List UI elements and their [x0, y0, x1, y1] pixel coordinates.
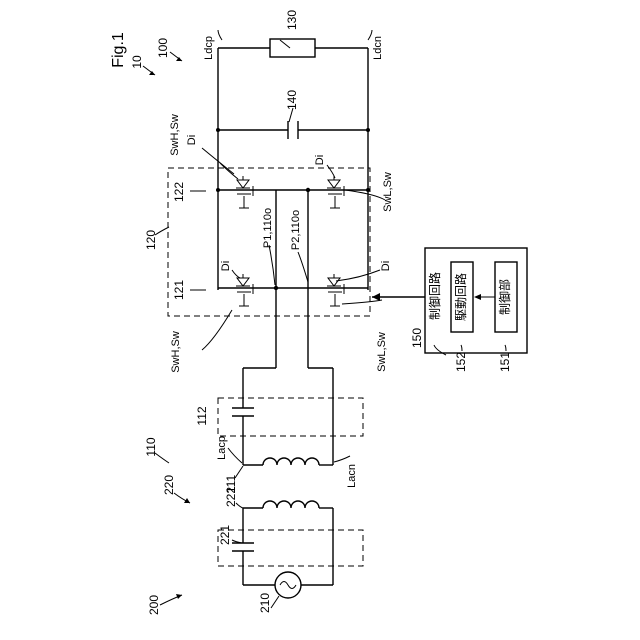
label-112: 112	[195, 406, 209, 425]
label-140: 140	[285, 90, 299, 110]
label-swh-top: SwH,Sw	[169, 114, 181, 156]
dc-capacitor-140	[216, 121, 370, 139]
filter-box-112	[218, 398, 363, 436]
label-swl-bottom: SwL,Sw	[376, 332, 388, 372]
switch-swl-upper	[327, 176, 344, 208]
label-di-2: Di	[314, 155, 326, 165]
label-152: 152	[454, 352, 468, 372]
ac-source-200	[232, 501, 333, 598]
label-200: 200	[147, 595, 161, 615]
label-100: 100	[156, 38, 170, 58]
label-p1: P1,110o	[262, 208, 274, 248]
label-ldcp: Ldcp	[203, 36, 215, 60]
label-swh-bottom: SwH,Sw	[170, 331, 182, 373]
label-110: 110	[144, 437, 158, 456]
label-122: 122	[172, 182, 186, 202]
figure-title: Fig.1	[110, 32, 127, 68]
label-lacn: Lacn	[346, 464, 358, 488]
label-p2: P2,110o	[290, 210, 302, 250]
filter-box-221	[218, 530, 363, 566]
label-ldcn: Ldcn	[372, 36, 384, 60]
label-di-4: Di	[380, 261, 392, 271]
switch-swl-lower	[327, 274, 344, 306]
switch-swh-upper	[236, 176, 253, 208]
label-control-unit: 制御部	[497, 279, 512, 315]
label-111: 111	[224, 475, 238, 494]
label-swl-top: SwL,Sw	[382, 172, 394, 212]
labels: Fig.1 10 100 200 220 221 222 210 110 111…	[110, 10, 512, 615]
label-210: 210	[258, 593, 272, 613]
label-120: 120	[144, 230, 158, 250]
label-220: 220	[162, 475, 176, 495]
label-lacp: Lacp	[216, 436, 228, 460]
label-control-circuit: 制御回路	[427, 272, 442, 320]
label-di-1: Di	[186, 135, 198, 145]
label-150: 150	[410, 328, 424, 348]
label-151: 151	[498, 352, 512, 372]
label-130: 130	[285, 10, 299, 30]
load-resistor-130	[270, 39, 315, 57]
label-di-3: Di	[220, 261, 232, 271]
label-drive-circuit: 駆動回路	[453, 273, 468, 321]
label-221: 221	[218, 525, 232, 545]
dc-bus	[218, 48, 368, 290]
switch-swh-lower	[236, 274, 253, 306]
ac-wiring-110	[232, 288, 333, 465]
label-121: 121	[172, 280, 186, 300]
label-10: 10	[130, 55, 144, 69]
